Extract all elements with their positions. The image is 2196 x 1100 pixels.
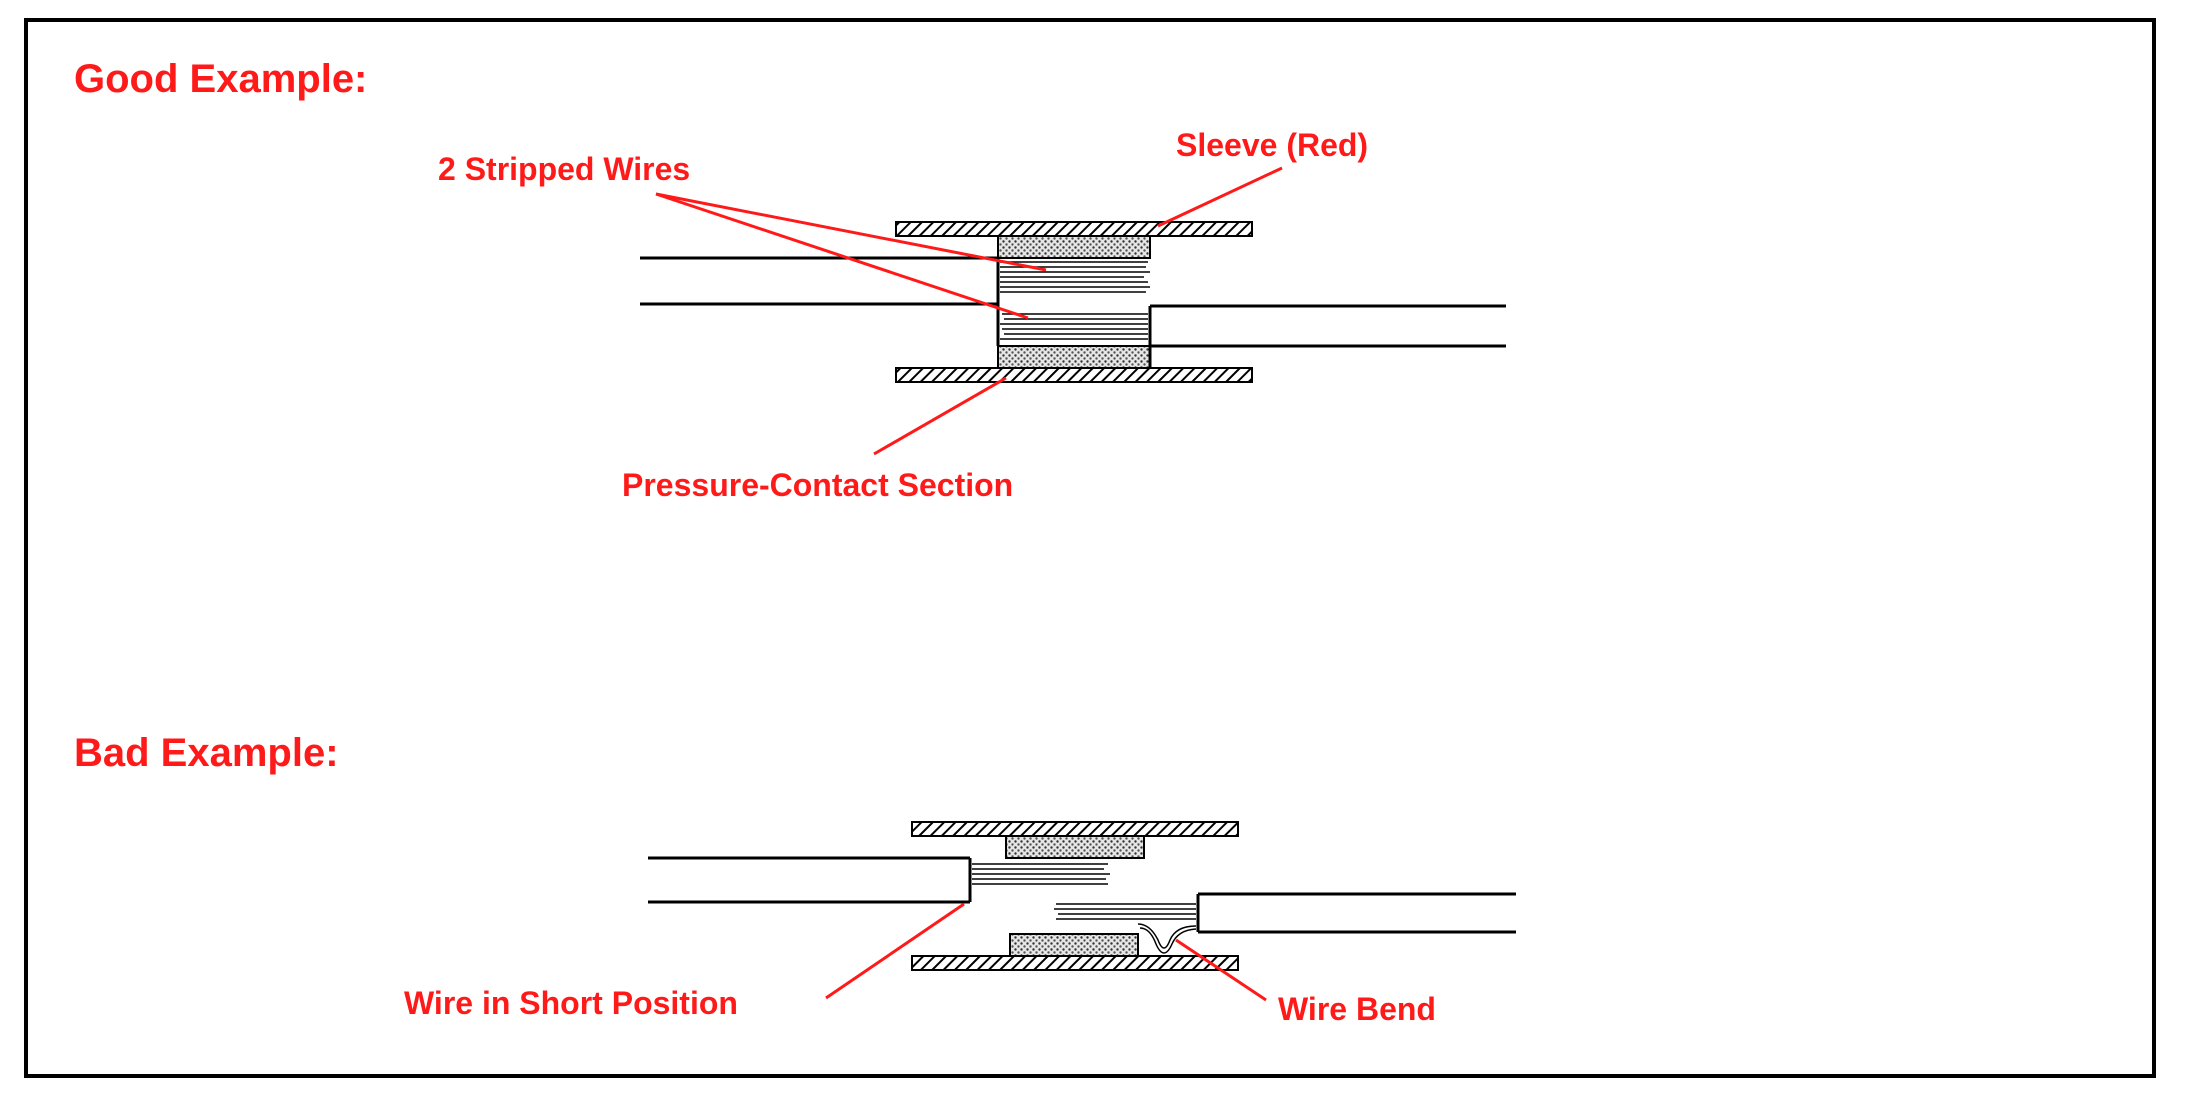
good-contact-top [997,235,1151,259]
sleeve-label: Sleeve (Red) [1176,127,1368,163]
bad-sleeve-top [911,821,1239,837]
bad-left-strands [972,863,1110,885]
short-position-label: Wire in Short Position [404,985,738,1021]
diagram-frame [24,18,2156,1078]
bad-sleeve-bottom [911,955,1239,971]
wire-bend-label: Wire Bend [1278,991,1436,1027]
bad-contact-top [1005,835,1145,859]
pressure-contact-label: Pressure-Contact Section [622,467,1013,503]
good-sleeve-bottom [895,367,1253,383]
good-right-strands [1000,313,1148,340]
good-sleeve-top [895,221,1253,237]
bad-example-heading: Bad Example: [74,731,339,775]
bad-left-wire [648,856,972,904]
good-contact-bottom [997,345,1151,369]
good-right-wire [1148,304,1506,368]
stripped-wires-label: 2 Stripped Wires [438,151,690,187]
good-left-wire [640,256,1000,346]
bad-contact-bottom [1009,933,1139,957]
bad-right-strands [1054,903,1197,954]
bad-example-figure [648,821,1516,1002]
bad-leader-lines [825,902,1267,1002]
good-example-figure [640,166,1506,456]
bad-right-wire [1196,892,1516,934]
good-leader-lines [655,166,1283,456]
good-example-heading: Good Example: [74,57,367,101]
